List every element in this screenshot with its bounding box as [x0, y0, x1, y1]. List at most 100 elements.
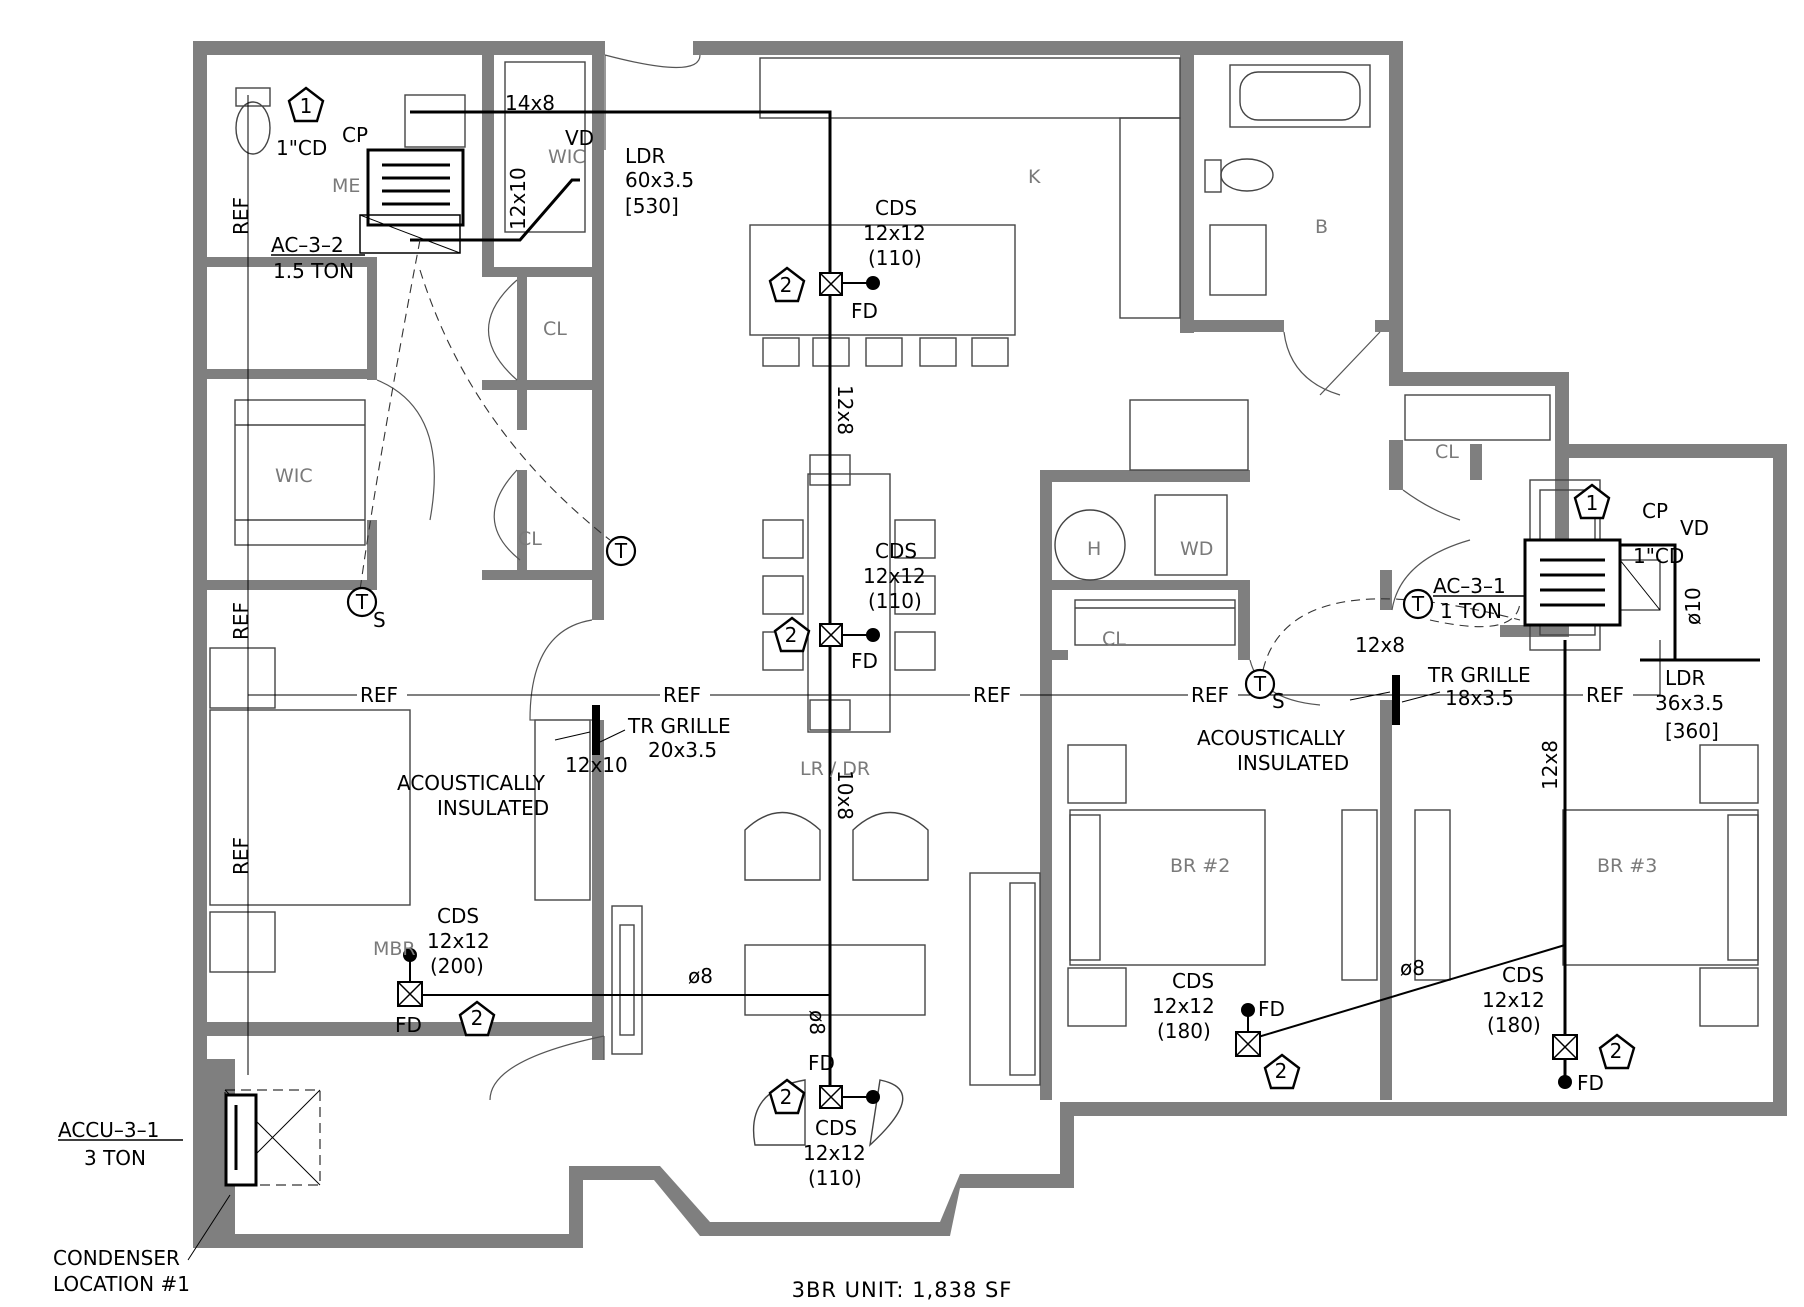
diffuser-br3-type: CDS	[1502, 963, 1544, 987]
room-kitchen: K	[1028, 166, 1041, 188]
thermostat-2: T	[355, 590, 369, 614]
diffuser-living-fd: FD	[808, 1051, 835, 1075]
ac-3-1-unit	[1523, 538, 1661, 627]
diffuser-living-cfm: (110)	[808, 1166, 862, 1190]
ldr-2-cfm: [360]	[1665, 719, 1719, 743]
ldr-2: LDR	[1665, 666, 1706, 690]
room-bedroom-3: BR #3	[1597, 855, 1657, 877]
room-closet-4: CL	[1435, 441, 1459, 463]
diffuser-living-size: 12x12	[803, 1141, 866, 1165]
duct-12x8-br3: 12x8	[1538, 740, 1562, 790]
ldr-1-size: 60x3.5	[625, 168, 694, 192]
diffuser-br2	[1235, 1003, 1261, 1057]
diffuser-dining-type: CDS	[875, 539, 917, 563]
diffuser-br3-cfm: (180)	[1487, 1013, 1541, 1037]
ref-horizontal-2: REF	[663, 683, 701, 707]
control-panel-2: CP	[1642, 499, 1668, 523]
ldr-2-size: 36x3.5	[1655, 691, 1724, 715]
room-bedroom-2: BR #2	[1170, 855, 1230, 877]
duct-12x8-horizontal: 12x8	[1355, 633, 1405, 657]
ldr-1-cfm: [530]	[625, 194, 679, 218]
ref-vertical-2: REF	[229, 602, 253, 640]
condensate-drain-1: 1"CD	[276, 136, 327, 160]
keynote-1-bath: 1	[300, 94, 313, 118]
keynote-labels: 1 1 T T S T T S	[300, 94, 1599, 713]
ldr-1: LDR	[625, 144, 666, 168]
diffuser-mbr-type: CDS	[437, 904, 479, 928]
volume-damper-1: VD	[565, 126, 594, 150]
accu-unit	[224, 1089, 321, 1187]
duct-labels: 1"CD CP 1"CD CP VD VD LDR 60x3.5 [530] L…	[229, 91, 1724, 1035]
room-washer-dryer: WD	[1180, 538, 1213, 560]
drawing-title: 3BR UNIT: 1,838 SF	[792, 1278, 1013, 1302]
tr-grille-2: TR GRILLE	[1427, 663, 1531, 687]
dia8-br2: ø8	[1400, 956, 1425, 980]
ac-3-1-capacity: 1 TON	[1440, 599, 1502, 623]
diffuser-living-type: CDS	[815, 1116, 857, 1140]
room-bath: B	[1315, 216, 1328, 238]
diffuser-mbr-fd: FD	[395, 1013, 422, 1037]
diffuser-living	[819, 1085, 880, 1109]
duct-12x10-vertical: 12x10	[506, 167, 530, 230]
ref-horizontal-3: REF	[973, 683, 1011, 707]
keynote-1-bath2: 1	[1586, 491, 1599, 515]
diffuser-br3	[1552, 1034, 1578, 1089]
dia8-kitchen: ø8	[805, 1010, 829, 1035]
volume-damper-2: VD	[1680, 516, 1709, 540]
diffuser-labels: CDS 12x12 (110) FD 2 CDS 12x12 (110) FD …	[395, 196, 1622, 1190]
control-panel-1: CP	[342, 123, 368, 147]
sensor-4: S	[1272, 689, 1285, 713]
diffuser-dining-size: 12x12	[863, 564, 926, 588]
diffuser-br2-cfm: (180)	[1157, 1019, 1211, 1043]
room-heater: H	[1087, 538, 1101, 560]
tr-grille-1: TR GRILLE	[627, 714, 731, 738]
diffuser-mbr	[397, 948, 423, 1007]
acoustic-1-line1: ACOUSTICALLY	[397, 771, 546, 795]
diffuser-br3-size: 12x12	[1482, 988, 1545, 1012]
diffuser-br2-type: CDS	[1172, 969, 1214, 993]
acoustic-2-line1: ACOUSTICALLY	[1197, 726, 1346, 750]
thermostat-3: T	[1411, 592, 1425, 616]
diffuser-br2-size: 12x12	[1152, 994, 1215, 1018]
diffuser-br3-fd: FD	[1577, 1071, 1604, 1095]
keynote-kitchen: 2	[780, 273, 793, 297]
keynote-br2: 2	[1275, 1059, 1288, 1083]
fixtures	[209, 54, 1759, 1147]
dia8-mbr: ø8	[688, 964, 713, 988]
keynote-dining: 2	[785, 623, 798, 647]
keynote-symbols	[287, 86, 1636, 1115]
duct-12x8-main: 12x8	[833, 385, 857, 435]
tr-grille-1-size: 20x3.5	[648, 738, 717, 762]
diffuser-dining-fd: FD	[851, 649, 878, 673]
diffuser-kitchen-fd: FD	[851, 299, 878, 323]
ref-vertical-1: REF	[229, 197, 253, 235]
diffuser-mbr-cfm: (200)	[430, 954, 484, 978]
transfer-grilles	[554, 675, 1441, 755]
room-closet-1: CL	[543, 318, 567, 340]
condenser-note-line1: CONDENSER	[53, 1246, 180, 1270]
ref-horizontal-5: REF	[1586, 683, 1624, 707]
dia10: ø10	[1681, 587, 1705, 625]
diffuser-kitchen-cfm: (110)	[868, 246, 922, 270]
walls	[193, 41, 1787, 1248]
condenser-note-line2: LOCATION #1	[53, 1272, 190, 1296]
tr-grille-2-size: 18x3.5	[1445, 686, 1514, 710]
ac-3-2-unit	[359, 148, 465, 254]
diffuser-br2-fd: FD	[1258, 997, 1285, 1021]
room-wic-bath: WIC	[548, 146, 586, 168]
room-labels: K B WIC WIC CL CL CL CL H WD ME LR / DR …	[275, 146, 1657, 960]
duct-10x8: 10x8	[833, 770, 857, 820]
room-master-bedroom: MBR	[373, 938, 416, 960]
ref-horizontal-1: REF	[360, 683, 398, 707]
duct-12x10-tr: 12x10	[565, 753, 628, 777]
acoustic-1-line2: INSULATED	[437, 796, 549, 820]
ref-vertical-3: REF	[229, 837, 253, 875]
diffuser-mbr-size: 12x12	[427, 929, 490, 953]
equipment-labels: AC–3–2 1.5 TON AC–3–1 1 TON ACCU–3–1 3 T…	[53, 233, 1525, 1296]
diffuser-kitchen-type: CDS	[875, 196, 917, 220]
keynote-br3: 2	[1610, 1039, 1623, 1063]
room-closet-3: CL	[1102, 628, 1126, 650]
diffuser-dining-cfm: (110)	[868, 589, 922, 613]
diffuser-kitchen-size: 12x12	[863, 221, 926, 245]
